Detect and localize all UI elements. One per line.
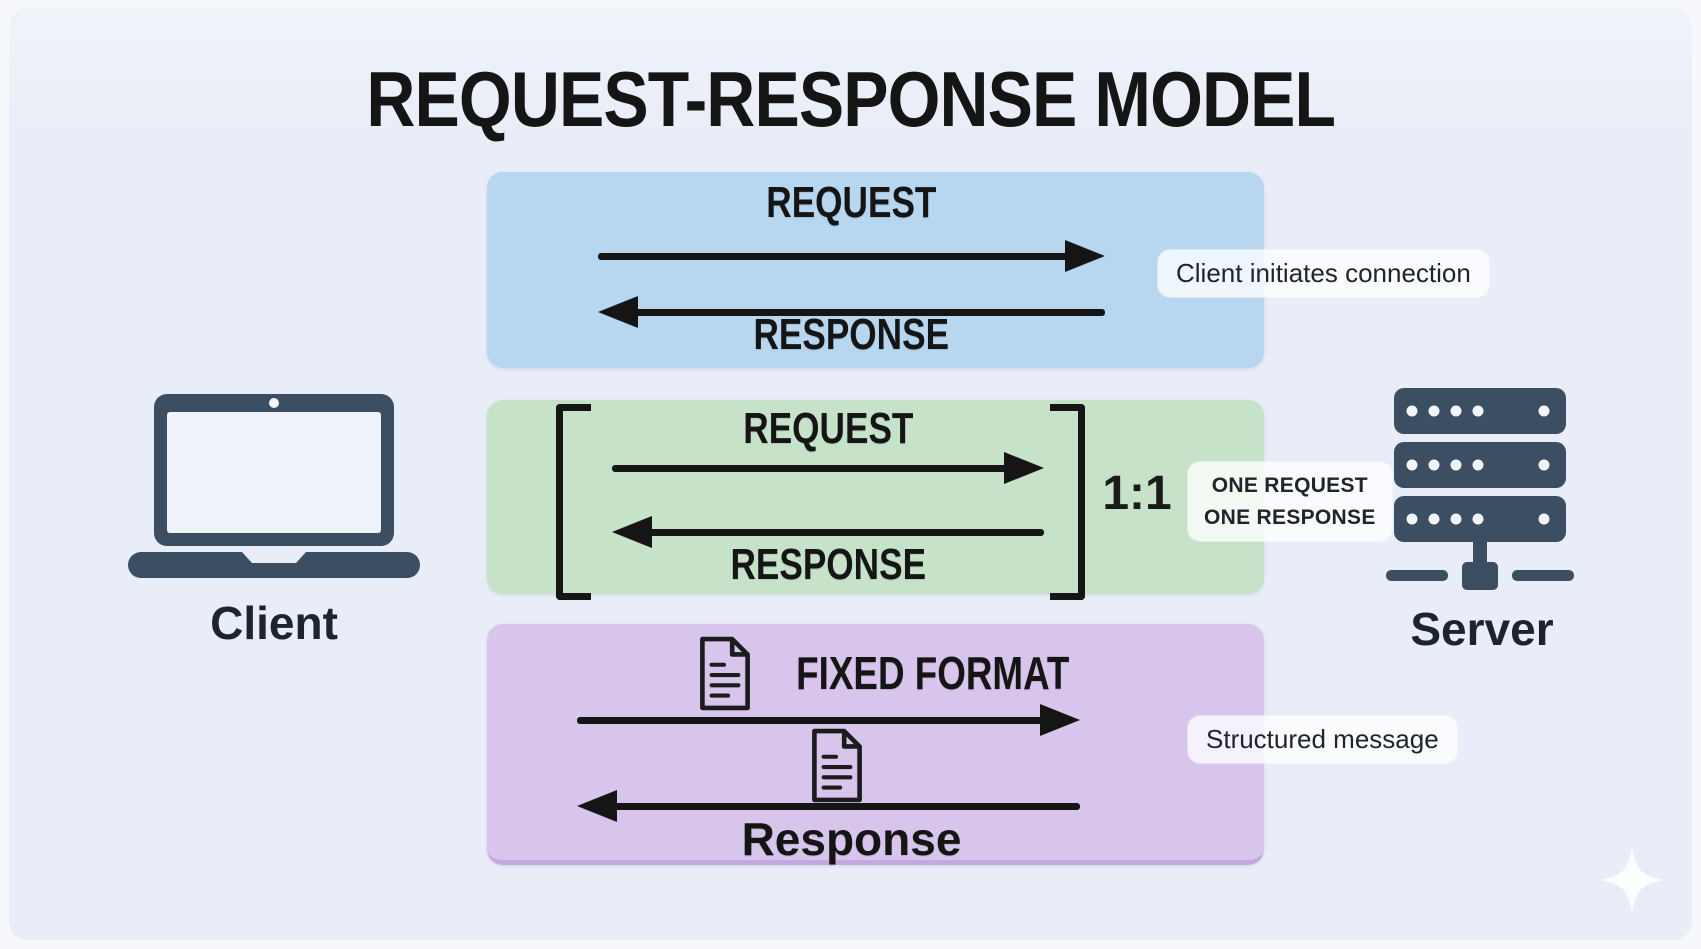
ratio-request-label: REQUEST [742,404,914,453]
ratio-note-badge: ONE REQUEST ONE RESPONSE [1188,462,1392,541]
document-icon [812,728,862,803]
exchange-response-arrow [598,296,1105,328]
arrowhead-right-icon [1004,452,1044,484]
arrow-shaft [646,529,1044,536]
server-label: Server [1410,603,1554,655]
arrow-shaft [612,465,1010,472]
ratio-note-line1: ONE REQUEST [1211,474,1368,497]
format-response-label: Response [741,813,962,865]
document-icon [700,636,750,711]
arrowhead-right-icon [1040,704,1080,736]
format-note-badge: Structured message [1188,716,1457,763]
panel-ratio [487,400,1264,594]
format-response-arrow [577,790,1080,822]
exchange-request-arrow [598,240,1105,272]
arrowhead-left-icon [577,790,617,822]
bracket-right [1050,404,1085,600]
sparkle-icon [1600,848,1664,912]
arrow-shaft [598,253,1071,260]
client-label: Client [210,597,338,649]
arrowhead-right-icon [1065,240,1105,272]
panel-exchange [487,172,1264,368]
ratio-response-label: RESPONSE [730,540,926,589]
arrow-shaft [632,309,1105,316]
exchange-request-label: REQUEST [766,178,937,227]
bracket-left [556,404,591,600]
exchange-response-label: RESPONSE [753,310,950,359]
arrow-shaft [577,717,1046,724]
ratio-request-arrow [612,452,1044,484]
server-rack-icon [1386,388,1574,590]
arrow-shaft [611,803,1080,810]
ratio-value: 1:1 [1102,467,1172,520]
laptop-icon [128,394,420,578]
arrowhead-left-icon [612,516,652,548]
arrowhead-left-icon [598,296,638,328]
panel-format [487,624,1264,865]
ratio-note-line2: ONE RESPONSE [1204,505,1376,529]
format-request-label: FIXED FORMAT [796,647,1070,699]
exchange-note-badge: Client initiates connection [1158,250,1489,297]
ratio-response-arrow [612,516,1044,548]
page-title: REQUEST-RESPONSE MODEL [366,55,1336,143]
format-request-arrow [577,704,1080,736]
